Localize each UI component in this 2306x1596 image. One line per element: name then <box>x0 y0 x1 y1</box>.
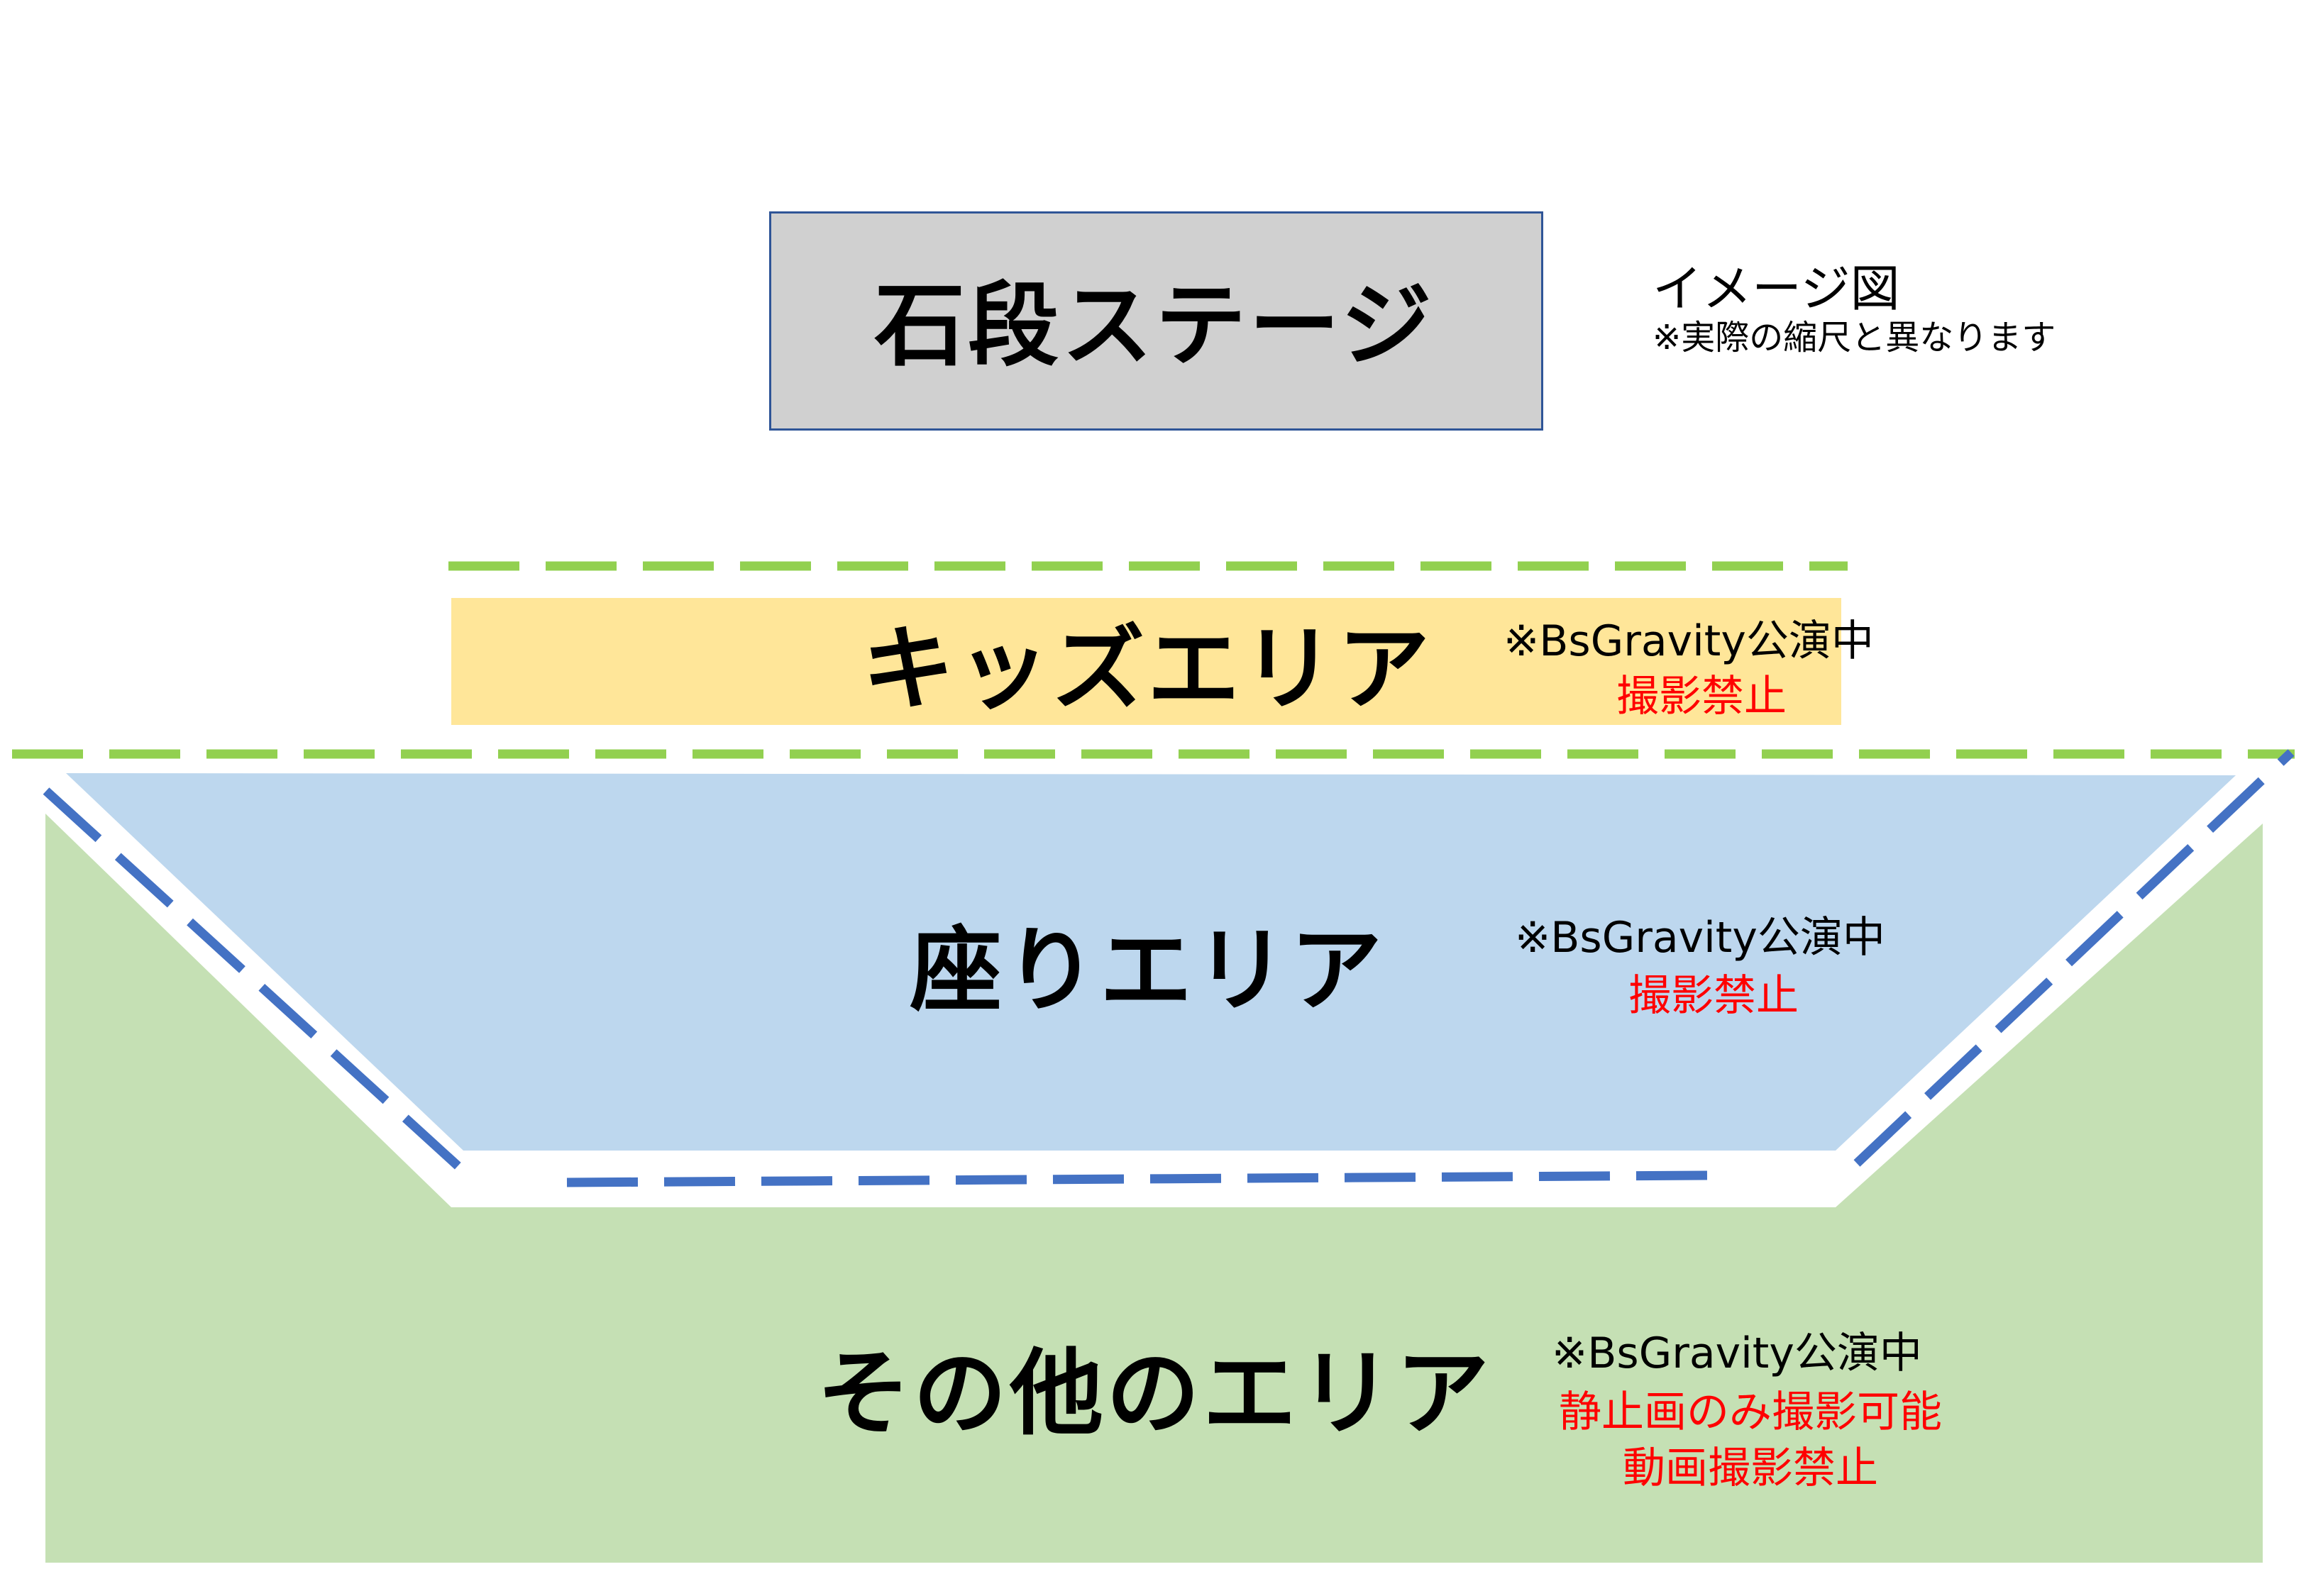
other-area-fill <box>45 814 2263 1563</box>
legend-title: イメージ図 <box>1653 260 1900 318</box>
other-area-note: ※BsGravity公演中 <box>1552 1329 1922 1378</box>
kids-area-note: ※BsGravity公演中 <box>1504 616 1874 666</box>
seated-area-label: 座りエリア <box>909 916 1386 1024</box>
kids-area-fill <box>451 598 1841 725</box>
stone-stage-box <box>769 211 1543 431</box>
seated-area-fill <box>66 773 2236 1151</box>
other-area-label: その他のエリア <box>817 1339 1492 1448</box>
kids-area-rule: 撮影禁止 <box>1616 672 1787 721</box>
seated-bottom-boundary <box>566 1170 1712 1187</box>
seated-right-boundary <box>1853 749 2295 1167</box>
stage-label: 石段ステージ <box>874 273 1435 379</box>
kids-area-label: キッズエリア <box>861 615 1433 723</box>
other-area-rule-photo: 静止画のみ撮影可能 <box>1559 1387 1942 1437</box>
legend-scale-note: ※実際の縮尺と異なります <box>1653 318 2056 358</box>
seated-area-rule: 撮影禁止 <box>1628 971 1799 1021</box>
seated-area-note: ※BsGravity公演中 <box>1515 913 1885 963</box>
other-area-rule-video: 動画撮影禁止 <box>1623 1443 1878 1493</box>
